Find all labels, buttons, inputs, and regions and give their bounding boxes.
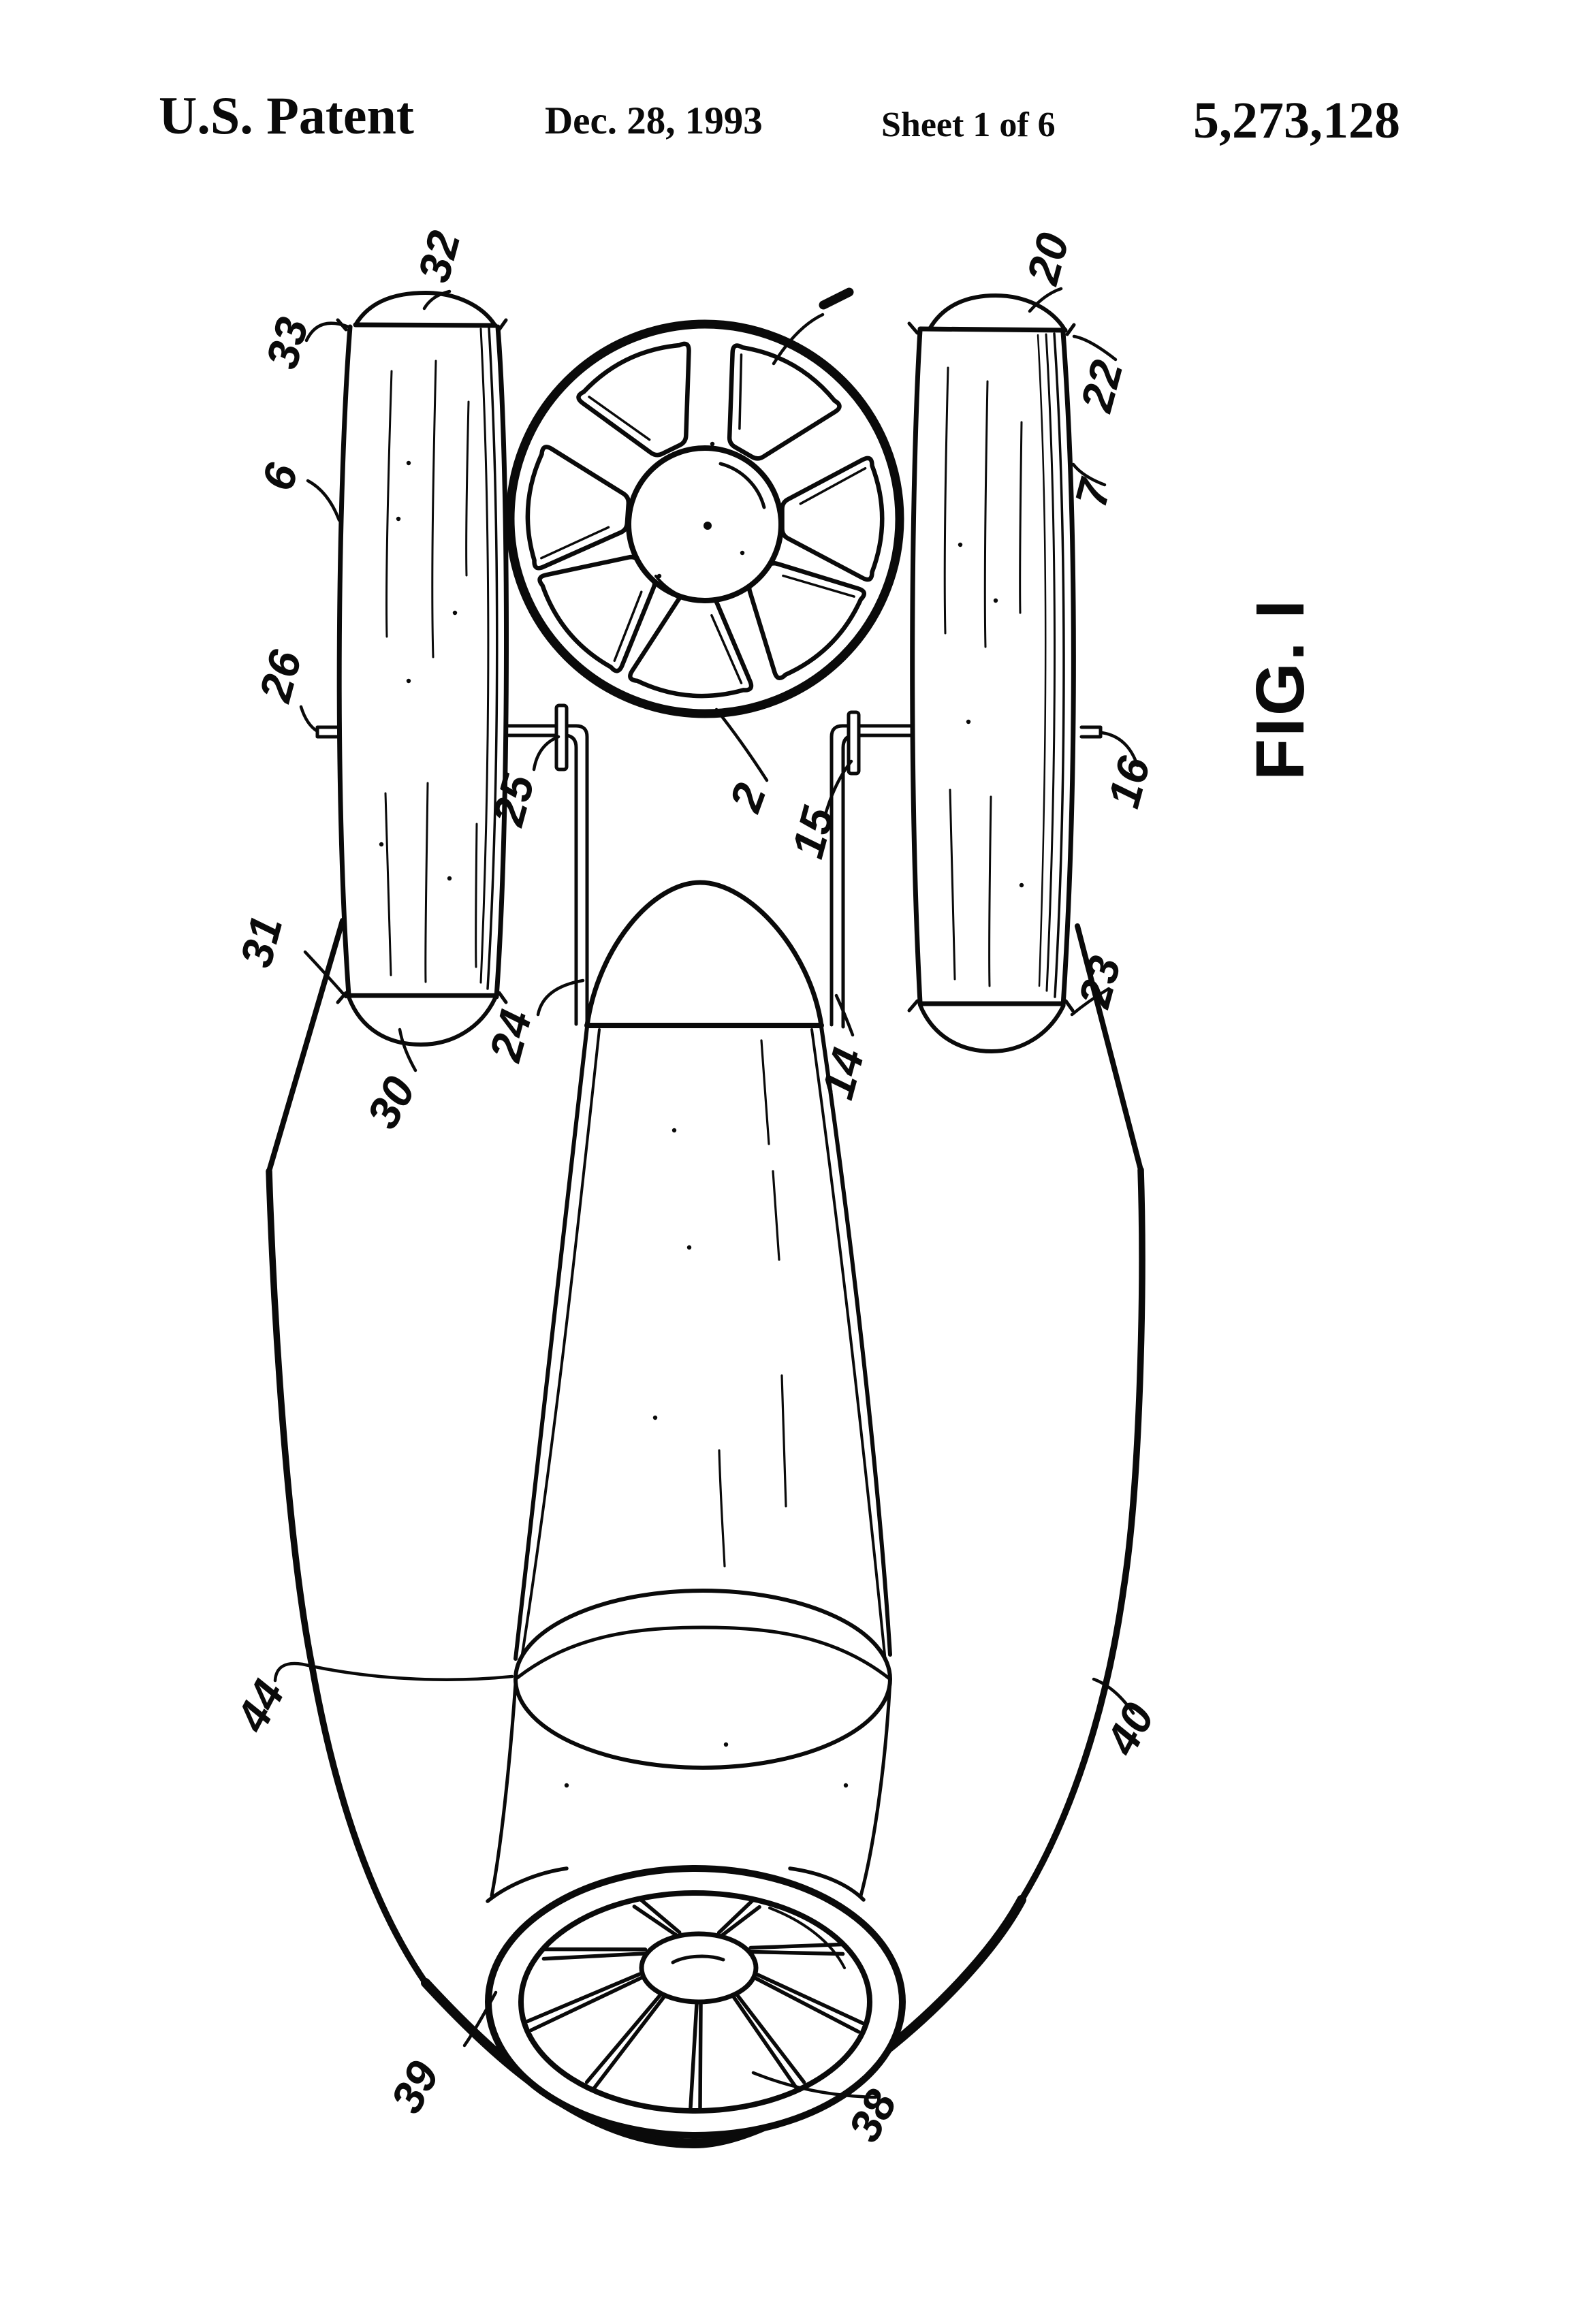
svg-text:FIG. I: FIG. I [1242,598,1318,780]
svg-text:Sheet 1 of 6: Sheet 1 of 6 [881,106,1056,144]
svg-text:5,273,128: 5,273,128 [1193,92,1400,149]
svg-text:U.S. Patent: U.S. Patent [159,86,414,145]
svg-text:Dec. 28, 1993: Dec. 28, 1993 [545,99,763,142]
